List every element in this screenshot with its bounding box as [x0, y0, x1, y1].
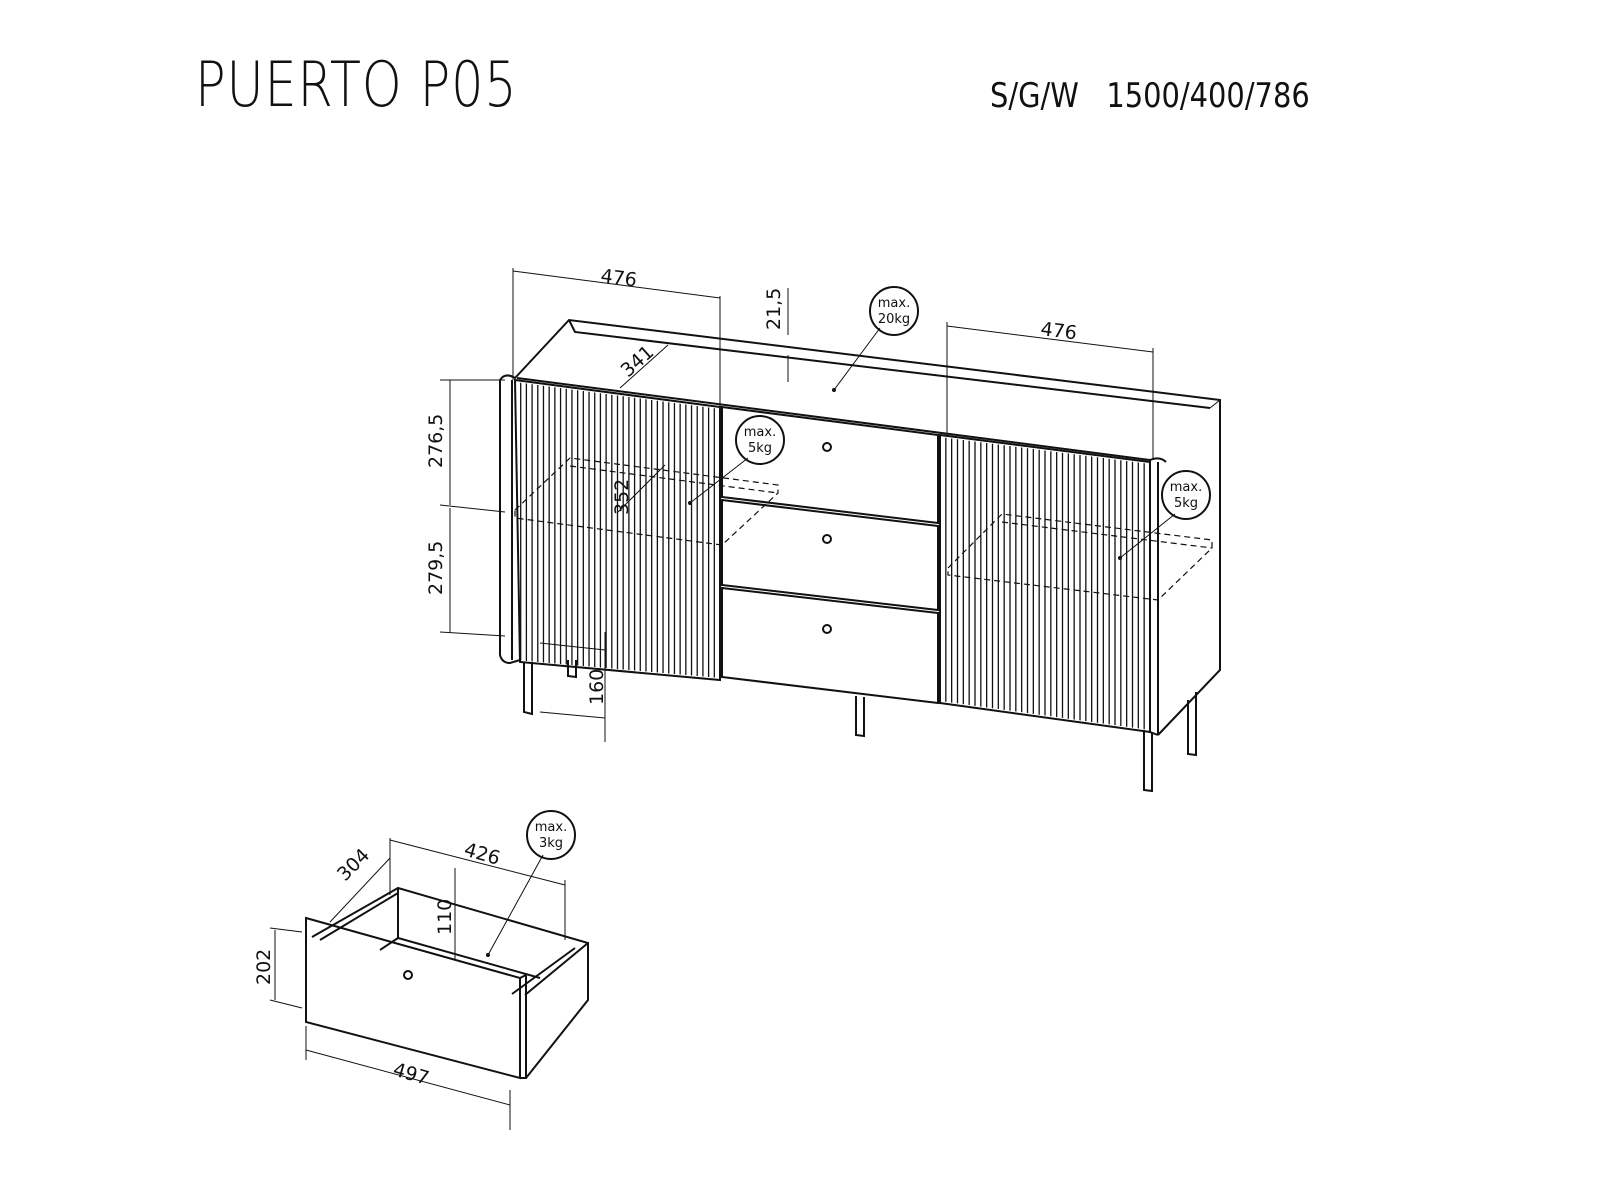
- dim-upper-height: 276,5: [425, 414, 447, 468]
- svg-text:max.: max.: [1170, 480, 1202, 495]
- dim-left-door-width: 476: [599, 265, 638, 291]
- dimensions-value: 1500/400/786: [1106, 76, 1310, 116]
- left-door: [513, 378, 721, 682]
- svg-text:max.: max.: [535, 820, 567, 835]
- drawer-1: [721, 405, 939, 525]
- knob-icon: [822, 624, 832, 634]
- sideboard-drawing: 476 476 21,5 341 352 276,5 279,5 160 max…: [425, 265, 1221, 793]
- knob-icon: [403, 970, 413, 980]
- load-callout-right-shelf: max. 5kg: [1118, 470, 1211, 560]
- left-shelf-hidden: [514, 457, 779, 546]
- dim-drawer-inner-height: 110: [434, 899, 456, 935]
- knob-icon: [822, 442, 832, 452]
- load-callout-top: max. 20kg: [832, 286, 919, 392]
- top-panel: [499, 318, 1221, 736]
- left-door-flutes: [520, 382, 715, 678]
- dim-shelf-depth: 352: [611, 479, 633, 515]
- svg-text:3kg: 3kg: [539, 836, 563, 851]
- drawer-drawing: 304 426 110 202 497 max. 3kg: [253, 810, 589, 1130]
- drawer-2: [721, 498, 939, 612]
- left-side-panel: [499, 380, 521, 665]
- overall-dimensions: S/G/W 1500/400/786: [990, 76, 1310, 116]
- dimensions-label: S/G/W: [990, 76, 1079, 116]
- dim-right-door-width: 476: [1039, 318, 1078, 344]
- dim-drawer-depth: 304: [333, 844, 374, 885]
- load-callout-left-shelf: max. 5kg: [688, 415, 785, 505]
- drawer-box: [311, 886, 589, 1079]
- dimension-lines: 476 476 21,5 341 352 276,5 279,5 160: [425, 265, 1154, 742]
- drawer-knobs: [822, 442, 832, 634]
- drawer-dimension-lines: 304 426 110 202 497: [253, 838, 566, 1130]
- right-door: [939, 433, 1151, 734]
- dim-drawer-inner-width: 426: [462, 839, 503, 870]
- drawer-3: [721, 586, 939, 705]
- svg-text:20kg: 20kg: [878, 312, 910, 327]
- right-shelf-hidden: [947, 513, 1213, 601]
- knob-icon: [822, 534, 832, 544]
- svg-text:5kg: 5kg: [1174, 496, 1198, 511]
- dim-top-thickness: 21,5: [763, 288, 785, 330]
- product-title: PUERTO P05: [195, 48, 518, 121]
- dim-drawer-front-height: 202: [253, 949, 275, 985]
- right-side-panel: [1149, 460, 1159, 736]
- dim-inner-depth: 341: [617, 341, 659, 382]
- svg-text:max.: max.: [878, 296, 910, 311]
- dim-drawer-front-width: 497: [391, 1059, 432, 1090]
- dim-lower-height: 279,5: [425, 541, 447, 595]
- svg-text:5kg: 5kg: [748, 441, 772, 456]
- svg-text:max.: max.: [744, 425, 776, 440]
- right-door-flutes: [945, 437, 1145, 730]
- dim-leg-height: 160: [586, 669, 608, 705]
- load-callout-drawer: max. 3kg: [486, 810, 576, 957]
- legs: [523, 660, 1197, 793]
